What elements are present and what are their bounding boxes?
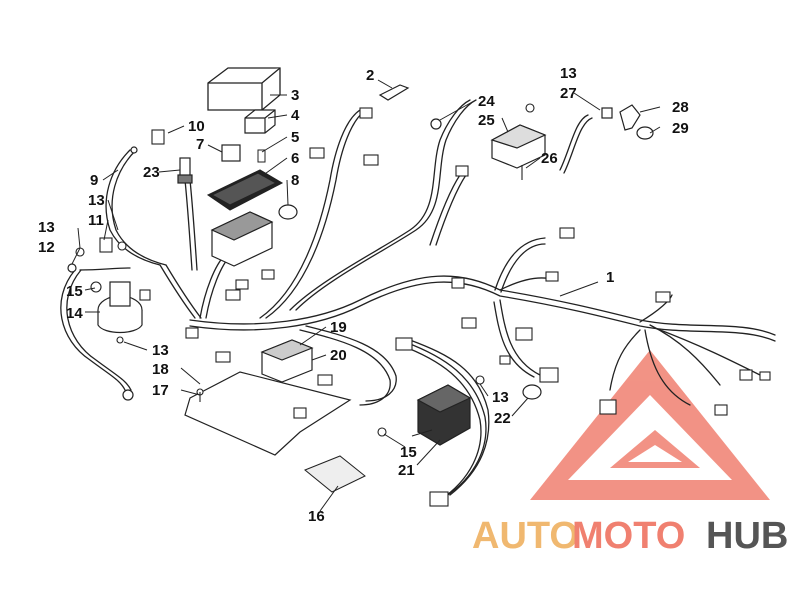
callout-27: 27 — [560, 85, 577, 102]
component-sensor-23 — [177, 157, 193, 184]
component-module-25 — [490, 124, 547, 169]
component-fuse-box-cover — [207, 67, 281, 111]
harness-connectors — [99, 107, 771, 507]
callout-13-upper: 13 — [88, 192, 105, 209]
callout-10: 10 — [188, 118, 205, 135]
callout-13-left: 13 — [38, 219, 55, 236]
callout-19: 19 — [330, 319, 347, 336]
callout-3: 3 — [291, 87, 299, 104]
component-relay-4 — [244, 109, 276, 134]
watermark-text: AUTO MOTO HUB — [472, 515, 788, 557]
callout-5: 5 — [291, 129, 299, 146]
callout-24: 24 — [478, 93, 495, 110]
callout-23: 23 — [143, 164, 160, 181]
callout-9: 9 — [90, 172, 98, 189]
component-clamp-22 — [522, 384, 542, 400]
component-solenoid-14 — [97, 281, 143, 334]
callout-13-top: 13 — [560, 65, 577, 82]
callout-18: 18 — [152, 361, 169, 378]
callout-26: 26 — [541, 150, 558, 167]
callout-13-lower: 13 — [152, 342, 169, 359]
callout-2: 2 — [366, 67, 374, 84]
fasteners — [75, 103, 535, 437]
callout-28: 28 — [672, 99, 689, 116]
callout-22: 22 — [494, 410, 511, 427]
callout-7: 7 — [196, 136, 204, 153]
component-rectifier-19-20 — [260, 339, 314, 383]
callout-16: 16 — [308, 508, 325, 525]
callout-4: 4 — [291, 107, 300, 124]
component-hose-27-29 — [601, 104, 654, 140]
leader-lines — [71, 79, 661, 512]
callout-25: 25 — [478, 112, 495, 129]
callout-labels: 1 2 3 4 5 6 7 8 9 10 11 12 13 13 13 13 1… — [38, 65, 689, 525]
callout-11: 11 — [88, 212, 104, 229]
wire-harness — [60, 99, 776, 501]
callout-1: 1 — [606, 269, 614, 286]
callout-15-right: 15 — [400, 444, 417, 461]
watermark-hub: HUB — [706, 515, 788, 557]
component-mount-plate-17 — [184, 371, 352, 456]
callout-17: 17 — [152, 382, 169, 399]
callout-29: 29 — [672, 120, 689, 137]
ring-terminals — [67, 118, 442, 401]
callout-14: 14 — [66, 305, 83, 322]
callout-6: 6 — [291, 150, 299, 167]
component-fuse-block — [210, 211, 274, 267]
component-fuse-panel-6 — [206, 169, 284, 211]
callout-15-left: 15 — [66, 283, 83, 300]
watermark-logo — [530, 350, 770, 500]
callout-21: 21 — [398, 462, 415, 479]
callout-20: 20 — [330, 347, 347, 364]
component-pad-16 — [304, 455, 366, 493]
component-relay-5-fuse — [257, 149, 266, 163]
callout-8: 8 — [291, 172, 299, 189]
component-relay-7 — [221, 144, 241, 162]
callout-12: 12 — [38, 239, 55, 256]
watermark-moto: MOTO — [572, 515, 685, 557]
watermark-auto: AUTO — [472, 515, 579, 557]
callout-13-right: 13 — [492, 389, 509, 406]
component-connector-2 — [378, 84, 410, 101]
